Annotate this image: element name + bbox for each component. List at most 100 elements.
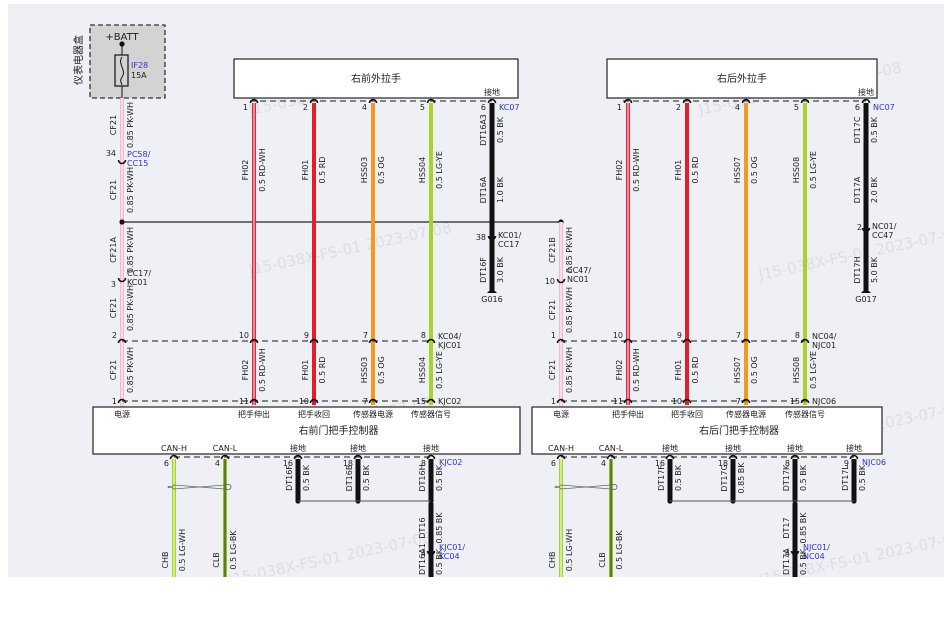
- front-controller-bottom-pin-1: 4: [215, 459, 220, 468]
- rear-controller-bottom-pin-3: 18: [718, 459, 728, 468]
- front-upper-3-wire-label: 0.5 LG-YE: [435, 151, 444, 189]
- front-controller-connector: KJC02: [439, 458, 462, 467]
- diagram-background: [8, 4, 944, 577]
- front-controller-bottom-terminal: [169, 454, 179, 460]
- rear-ground-3-wire-label: 0.5 BK: [858, 464, 867, 491]
- rear-ground-seg-1-wire-label: 2.0 BK: [870, 176, 879, 203]
- splice-cc47-name: CC47/NC01: [567, 266, 591, 284]
- front-ground-merge-circuit-label: DT16: [418, 517, 427, 538]
- front-handle-pin-6: 6: [481, 103, 486, 112]
- rear-controller-top-label-0: 电源: [553, 409, 569, 419]
- rear-inline-wire-0-wire-label: 0.85 PK-WH: [565, 347, 574, 393]
- rear-controller-bottom-label-1: CAN-L: [599, 444, 624, 453]
- front-controller-bottom-pin-0: 6: [164, 459, 169, 468]
- front-controller-title: 右前门把手控制器: [299, 424, 379, 437]
- front-controller-bottom-label-1: CAN-L: [213, 444, 238, 453]
- front-inline-lower-pin-2: 10: [299, 397, 309, 406]
- splice-cc47-terminal: [556, 278, 566, 284]
- front-upper-2-wire-label: 0.5 OG: [377, 156, 386, 184]
- splice-cc17-pin: 3: [111, 280, 116, 289]
- rear-controller-bottom-pin-5: 9: [844, 459, 849, 468]
- splice-cc17-name: CC17/KC01: [127, 269, 151, 287]
- front-handle-pin-2: 2: [303, 103, 308, 112]
- front-handle-pin-5: 5: [420, 103, 425, 112]
- feed-seg-4-circuit-label: CF21: [109, 298, 118, 318]
- front-controller-top-label-3: 传感器电源: [353, 409, 393, 419]
- front-inline-wire-1-wire-label: 0.5 RD-WH: [258, 348, 267, 391]
- rear-controller-bottom-pin-1: 4: [601, 459, 606, 468]
- front-inline-upper-pin-2: 9: [304, 331, 309, 340]
- rear-inline-upper-pin-2: 9: [677, 331, 682, 340]
- rear-handle-pin-6: 6: [855, 103, 860, 112]
- rear-ground-3-circuit-label: DT17L: [841, 465, 850, 491]
- rear-inline-upper-terminal: [800, 338, 810, 344]
- rear-inline-wire-2-wire-label: 0.5 RD: [691, 357, 700, 384]
- batt-supply-label: +BATT: [105, 32, 139, 43]
- batt-terminal: [119, 41, 125, 47]
- rear-splice-pin: 4: [785, 549, 790, 558]
- rear-handle-pin-terminal: [741, 98, 751, 104]
- rear-upper-3-wire-label: 0.5 LG-YE: [809, 151, 818, 189]
- front-inline-wire-2-wire-label: 0.5 RD: [318, 357, 327, 384]
- front-inline-lower-terminal: [117, 398, 127, 404]
- splice-cc17-terminal: [117, 277, 127, 283]
- front-ground-seg-0-wire-label: 0.5 BK: [496, 116, 505, 143]
- rear-inline-wire-2-circuit-label: FH01: [674, 360, 683, 381]
- rear-inline-upper-terminal: [556, 338, 566, 344]
- front-inline-wire-4-wire-label: 0.5 LG-YE: [435, 351, 444, 389]
- fuse-element-icon: [120, 56, 124, 86]
- front-ground-1-circuit-label: DT16B: [345, 465, 354, 492]
- rear-inline-upper-pin-1: 10: [613, 331, 623, 340]
- rear-inline-wire-1-circuit-label: FH02: [615, 360, 624, 381]
- rear-handle-pin-1: 1: [617, 103, 622, 112]
- rear-controller-top-label-3: 传感器电源: [726, 409, 766, 419]
- rear-ground-seg-0-circuit-label: DT17C: [853, 116, 862, 143]
- front-inline-lower-pin-1: 11: [239, 397, 249, 406]
- rear-ground-2-wire-label: 0.5 BK: [799, 464, 808, 491]
- rear-ground-0-wire-label: 0.5 BK: [674, 464, 683, 491]
- rear-controller-top-label-1: 把手伸出: [612, 409, 644, 419]
- feed-seg-2-circuit-label: CF21: [109, 180, 118, 200]
- rear-controller-bottom-terminal: [606, 454, 616, 460]
- front-controller-bottom-terminal: [293, 454, 303, 460]
- front-controller-top-label-0: 电源: [114, 409, 130, 419]
- rear-inline-wire-3-wire-label: 0.5 OG: [750, 356, 759, 384]
- front-upper-0-circuit-label: FH02: [241, 160, 250, 181]
- front-controller-bottom-terminal: [353, 454, 363, 460]
- front-ground-seg-2-wire-label: 3.0 BK: [496, 256, 505, 283]
- rear-can-h-wire-label: 0.5 LG-WH: [565, 529, 574, 571]
- rear-controller-bottom-pin-2: 16: [655, 459, 665, 468]
- rear-controller-bottom-terminal: [665, 454, 675, 460]
- rear-upper-0-wire-label: 0.5 RD-WH: [632, 148, 641, 191]
- ground-g016-label: G016: [481, 295, 502, 304]
- rear-feed-seg-2-circuit-label: CF21: [548, 300, 557, 320]
- front-handle-ground-label: 接地: [484, 87, 500, 97]
- front-controller-bottom-label-4: 接地: [423, 443, 439, 453]
- front-inline-lower-pin-3: 7: [363, 397, 368, 406]
- front-inline-wire-0-circuit-label: CF21: [109, 360, 118, 380]
- front-tail-wire: 0.5 BK: [435, 548, 444, 575]
- rear-inline-lower-pin-0: 1: [551, 397, 556, 406]
- page-left-margin: [0, 0, 8, 628]
- rear-controller-bottom-label-0: CAN-H: [548, 444, 574, 453]
- rear-twisted-pair-icon: [554, 484, 618, 490]
- front-can-h-circuit: CHB: [161, 551, 170, 568]
- front-can-l-wire-label: 0.5 LG-BK: [229, 530, 238, 570]
- front-inline-wire-4-circuit-label: HSS04: [418, 357, 427, 383]
- rear-controller-top-label-4: 传感器信号: [785, 409, 825, 419]
- rear-splice-name: NJC01/NC04: [803, 543, 830, 561]
- splice-pc58-terminal: [117, 159, 127, 165]
- fuse-icon: [114, 54, 129, 87]
- front-inline-lower-terminal: [249, 398, 259, 404]
- front-splice-pin: 4: [421, 549, 426, 558]
- front-inline-upper-pin-4: 8: [421, 331, 426, 340]
- rear-handle-pin-terminal: [800, 98, 810, 104]
- front-handle-pin-terminal: [249, 98, 259, 104]
- front-can-h-wire-label: 0.5 LG-WH: [178, 529, 187, 571]
- rear-inline-wire-3-circuit-label: HSS07: [733, 357, 742, 383]
- rear-controller-bottom-terminal: [728, 454, 738, 460]
- rear-upper-1-wire-label: 0.5 RD: [691, 157, 700, 184]
- rear-controller-bottom-label-5: 接地: [846, 443, 862, 453]
- rear-splice-terminal: [790, 550, 800, 556]
- rear-upper-3-circuit-label: HSS08: [792, 157, 801, 183]
